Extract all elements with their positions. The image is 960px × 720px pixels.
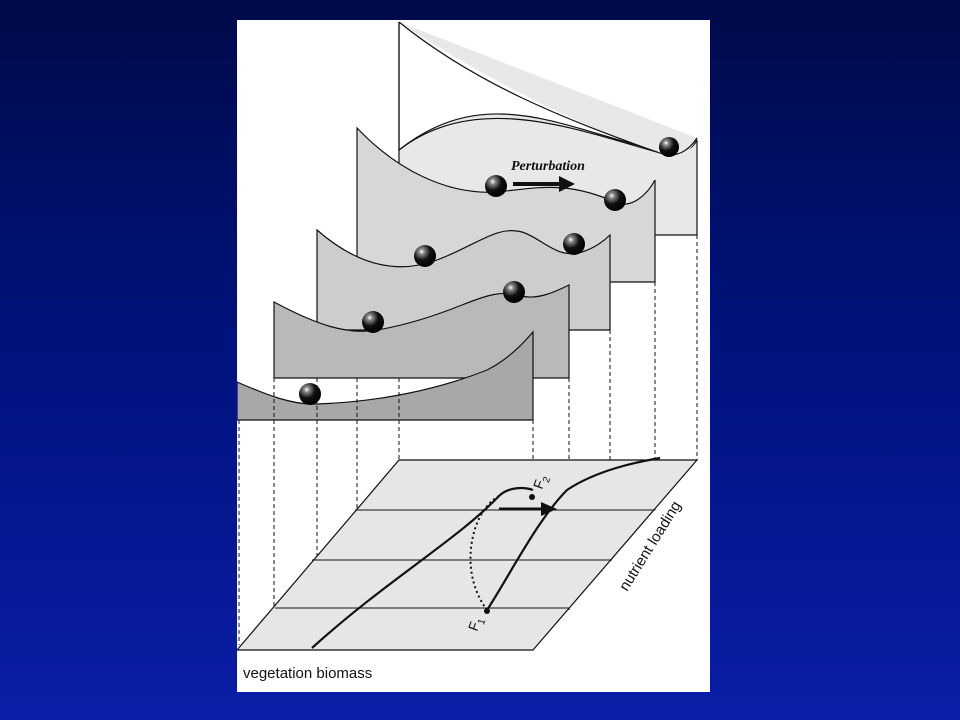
ball-3a — [414, 245, 436, 267]
vegetation-biomass-label: vegetation biomass — [243, 665, 372, 682]
ball-5 — [659, 137, 679, 157]
ball-1 — [299, 383, 321, 405]
ball-2b — [503, 281, 525, 303]
landscape-panel-1 — [237, 330, 534, 421]
stability-landscape-diagram: Perturbation — [237, 21, 699, 682]
ball-2a — [362, 311, 384, 333]
ball-4b — [604, 189, 626, 211]
landscape-panel-5 — [398, 21, 698, 236]
svg-text:F2: F2 — [530, 472, 554, 493]
perturbation-label: Perturbation — [511, 159, 585, 174]
figure-panel: Perturbation — [237, 20, 710, 692]
f1-subscript: 1 — [476, 617, 488, 626]
ball-4a — [485, 175, 507, 197]
ball-3b — [563, 233, 585, 255]
f2-subscript: 2 — [541, 475, 553, 484]
svg-text:F1: F1 — [465, 614, 489, 635]
landscape-panel-2 — [273, 281, 570, 379]
base-plane: F2 F1 nutrient loading — [237, 456, 699, 651]
